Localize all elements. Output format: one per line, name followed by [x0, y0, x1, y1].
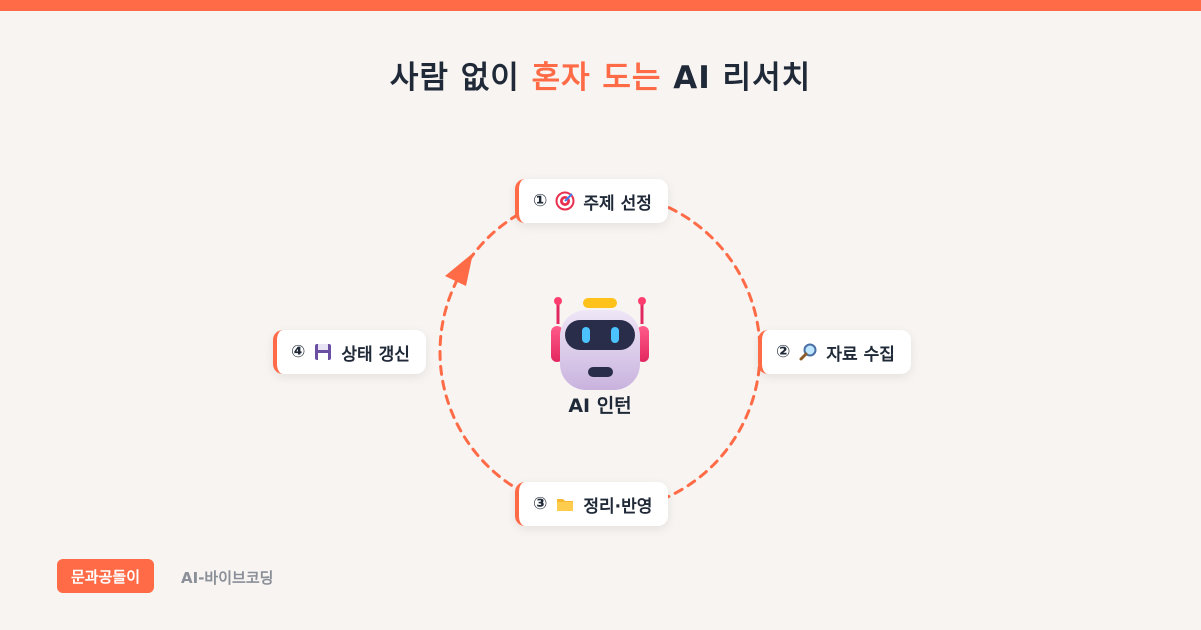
step-label: 자료 수집	[826, 344, 895, 365]
step-state-update: ④ 상태 갱신	[273, 330, 426, 374]
robot-icon	[551, 297, 649, 390]
robot-label: AI 인턴	[568, 395, 632, 417]
page-title: 사람 없이 혼자 도는 AI 리서치	[0, 52, 1201, 97]
title-accent: 혼자 도는	[531, 60, 662, 96]
step-data-collection: ② 자료 수집	[758, 330, 911, 374]
floppy-disk-icon	[313, 342, 333, 362]
target-icon	[555, 191, 575, 211]
title-suffix: AI 리서치	[661, 60, 812, 96]
folder-icon	[555, 494, 575, 514]
step-label: 상태 갱신	[341, 344, 410, 365]
step-label: 주제 선정	[583, 193, 652, 214]
title-prefix: 사람 없이	[389, 60, 532, 96]
cycle-arrowhead	[445, 253, 473, 286]
step-number: ④	[291, 342, 306, 362]
step-number: ①	[533, 191, 548, 211]
top-accent-bar	[0, 0, 1201, 11]
magnifier-icon	[798, 342, 818, 362]
step-number: ②	[776, 342, 791, 362]
step-topic-selection: ① 주제 선정	[515, 179, 668, 223]
brand-subtitle: AI-바이브코딩	[181, 569, 274, 587]
step-label: 정리·반영	[583, 496, 653, 517]
step-number: ③	[533, 494, 548, 514]
brand-badge: 문과공돌이	[57, 559, 155, 593]
step-organize-apply: ③ 정리·반영	[515, 482, 669, 526]
